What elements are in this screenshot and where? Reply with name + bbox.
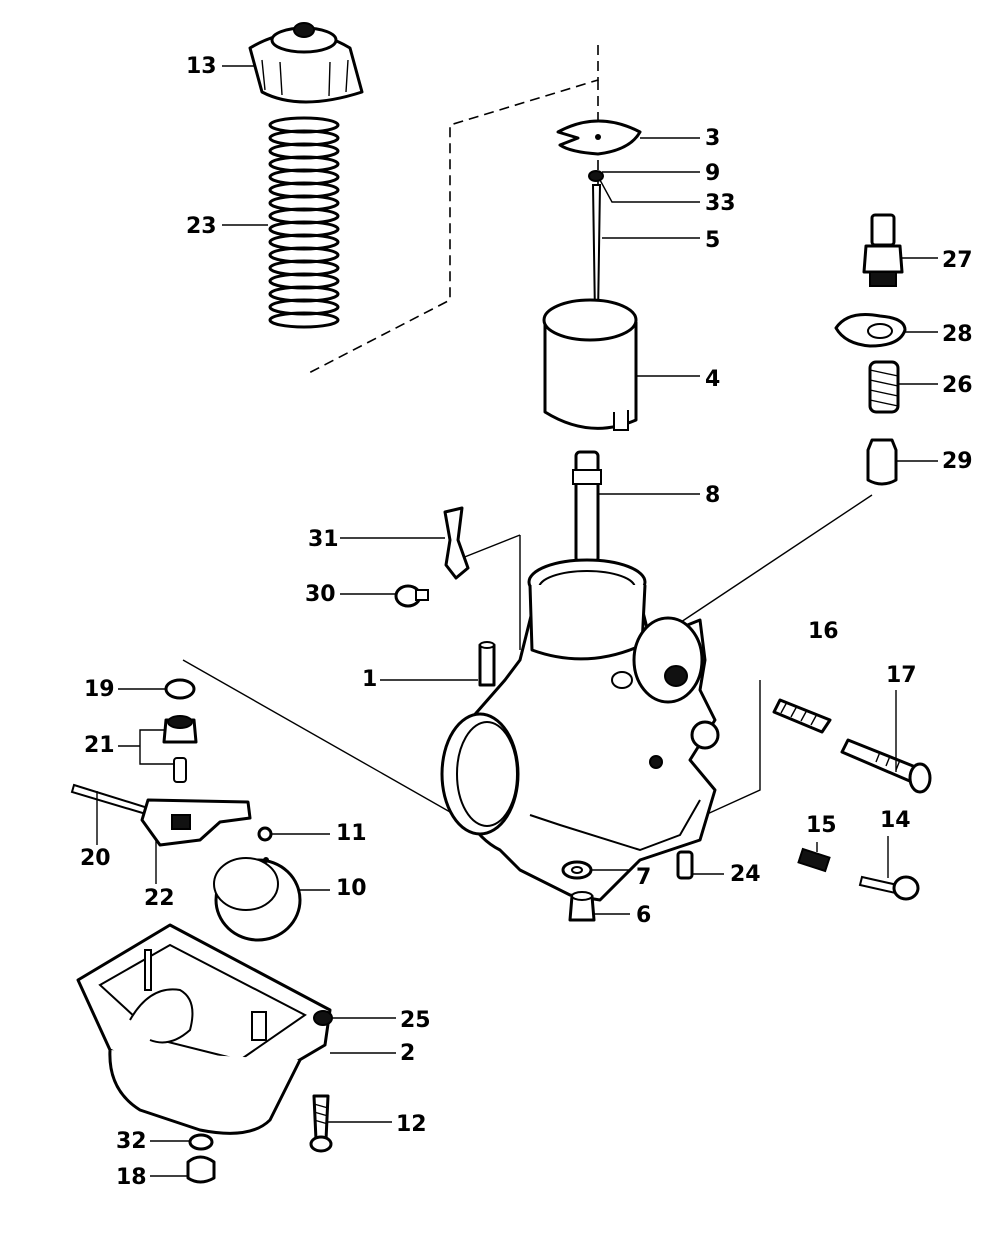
callout-label-19: 19 — [84, 677, 115, 702]
part-28-gasket — [834, 313, 907, 348]
part-31-bracket — [443, 506, 470, 580]
part-5-needle — [591, 184, 602, 317]
callout-label-17: 17 — [886, 663, 917, 688]
callout-label-16: 16 — [808, 619, 839, 644]
callout-label-7: 7 — [636, 865, 651, 890]
part-9-clip — [588, 170, 604, 182]
callout-label-21: 21 — [84, 733, 115, 758]
callout-label-23: 23 — [186, 214, 217, 239]
part-16-spring — [772, 698, 832, 734]
callout-label-32: 32 — [116, 1129, 147, 1154]
callout-label-26: 26 — [942, 373, 973, 398]
part-18-drain-plug — [186, 1155, 216, 1184]
part-27-fitting — [862, 213, 904, 287]
callout-label-30: 30 — [305, 582, 336, 607]
part-2-float-bowl — [76, 923, 332, 1135]
part-4-throttle-slide — [542, 298, 638, 431]
callout-label-25: 25 — [400, 1008, 431, 1033]
callout-label-4: 4 — [705, 367, 720, 392]
part-29-valve — [866, 438, 898, 486]
part-23-spring — [268, 116, 340, 329]
part-13-cap — [248, 22, 364, 104]
callout-label-12: 12 — [396, 1112, 427, 1137]
callout-label-27: 27 — [942, 248, 973, 273]
part-8-needle-jet — [572, 450, 602, 564]
part-10-float — [213, 857, 302, 942]
part-3-plate — [556, 119, 642, 156]
part-7-washer — [561, 860, 593, 880]
callout-layer: 1323393354827282629313011617192120221110… — [80, 54, 973, 1190]
part-22-float-arm — [140, 798, 252, 847]
part-26-spring — [868, 360, 900, 414]
part-14-screw — [858, 875, 920, 901]
callout-label-10: 10 — [336, 876, 367, 901]
part-1-carburetor-body — [440, 558, 720, 902]
callout-label-20: 20 — [80, 846, 111, 871]
part-17-screw — [840, 738, 932, 794]
part-11-ball — [257, 826, 273, 842]
part-24-pilot-jet — [676, 850, 694, 880]
part-19-washer — [164, 678, 196, 700]
spring-coil — [268, 311, 340, 329]
callout-label-15: 15 — [806, 813, 837, 838]
part-25-gasket — [313, 1010, 333, 1026]
callout-label-22: 22 — [144, 886, 175, 911]
part-6-main-jet — [568, 891, 596, 922]
part-15-spring — [797, 847, 831, 873]
part-30-screw — [394, 584, 429, 608]
callout-label-3: 3 — [705, 126, 720, 151]
leader-line-33 — [599, 179, 700, 203]
callout-label-1: 1 — [362, 667, 377, 692]
callout-label-2: 2 — [400, 1041, 415, 1066]
leader-line-21 — [118, 729, 174, 765]
callout-label-14: 14 — [880, 808, 911, 833]
callout-label-8: 8 — [705, 483, 720, 508]
part-21-float-valve — [162, 715, 198, 783]
callout-label-31: 31 — [308, 527, 339, 552]
callout-label-18: 18 — [116, 1165, 147, 1190]
callout-label-33: 33 — [705, 191, 736, 216]
callout-label-28: 28 — [942, 322, 973, 347]
callout-label-5: 5 — [705, 228, 720, 253]
callout-label-29: 29 — [942, 449, 973, 474]
callout-label-6: 6 — [636, 903, 651, 928]
callout-label-9: 9 — [705, 161, 720, 186]
part-32-washer — [188, 1133, 214, 1151]
callout-label-13: 13 — [186, 54, 217, 79]
callout-label-24: 24 — [730, 862, 761, 887]
part-20-pin — [70, 783, 150, 816]
callout-label-11: 11 — [336, 821, 367, 846]
part-12-screw — [309, 1094, 333, 1153]
